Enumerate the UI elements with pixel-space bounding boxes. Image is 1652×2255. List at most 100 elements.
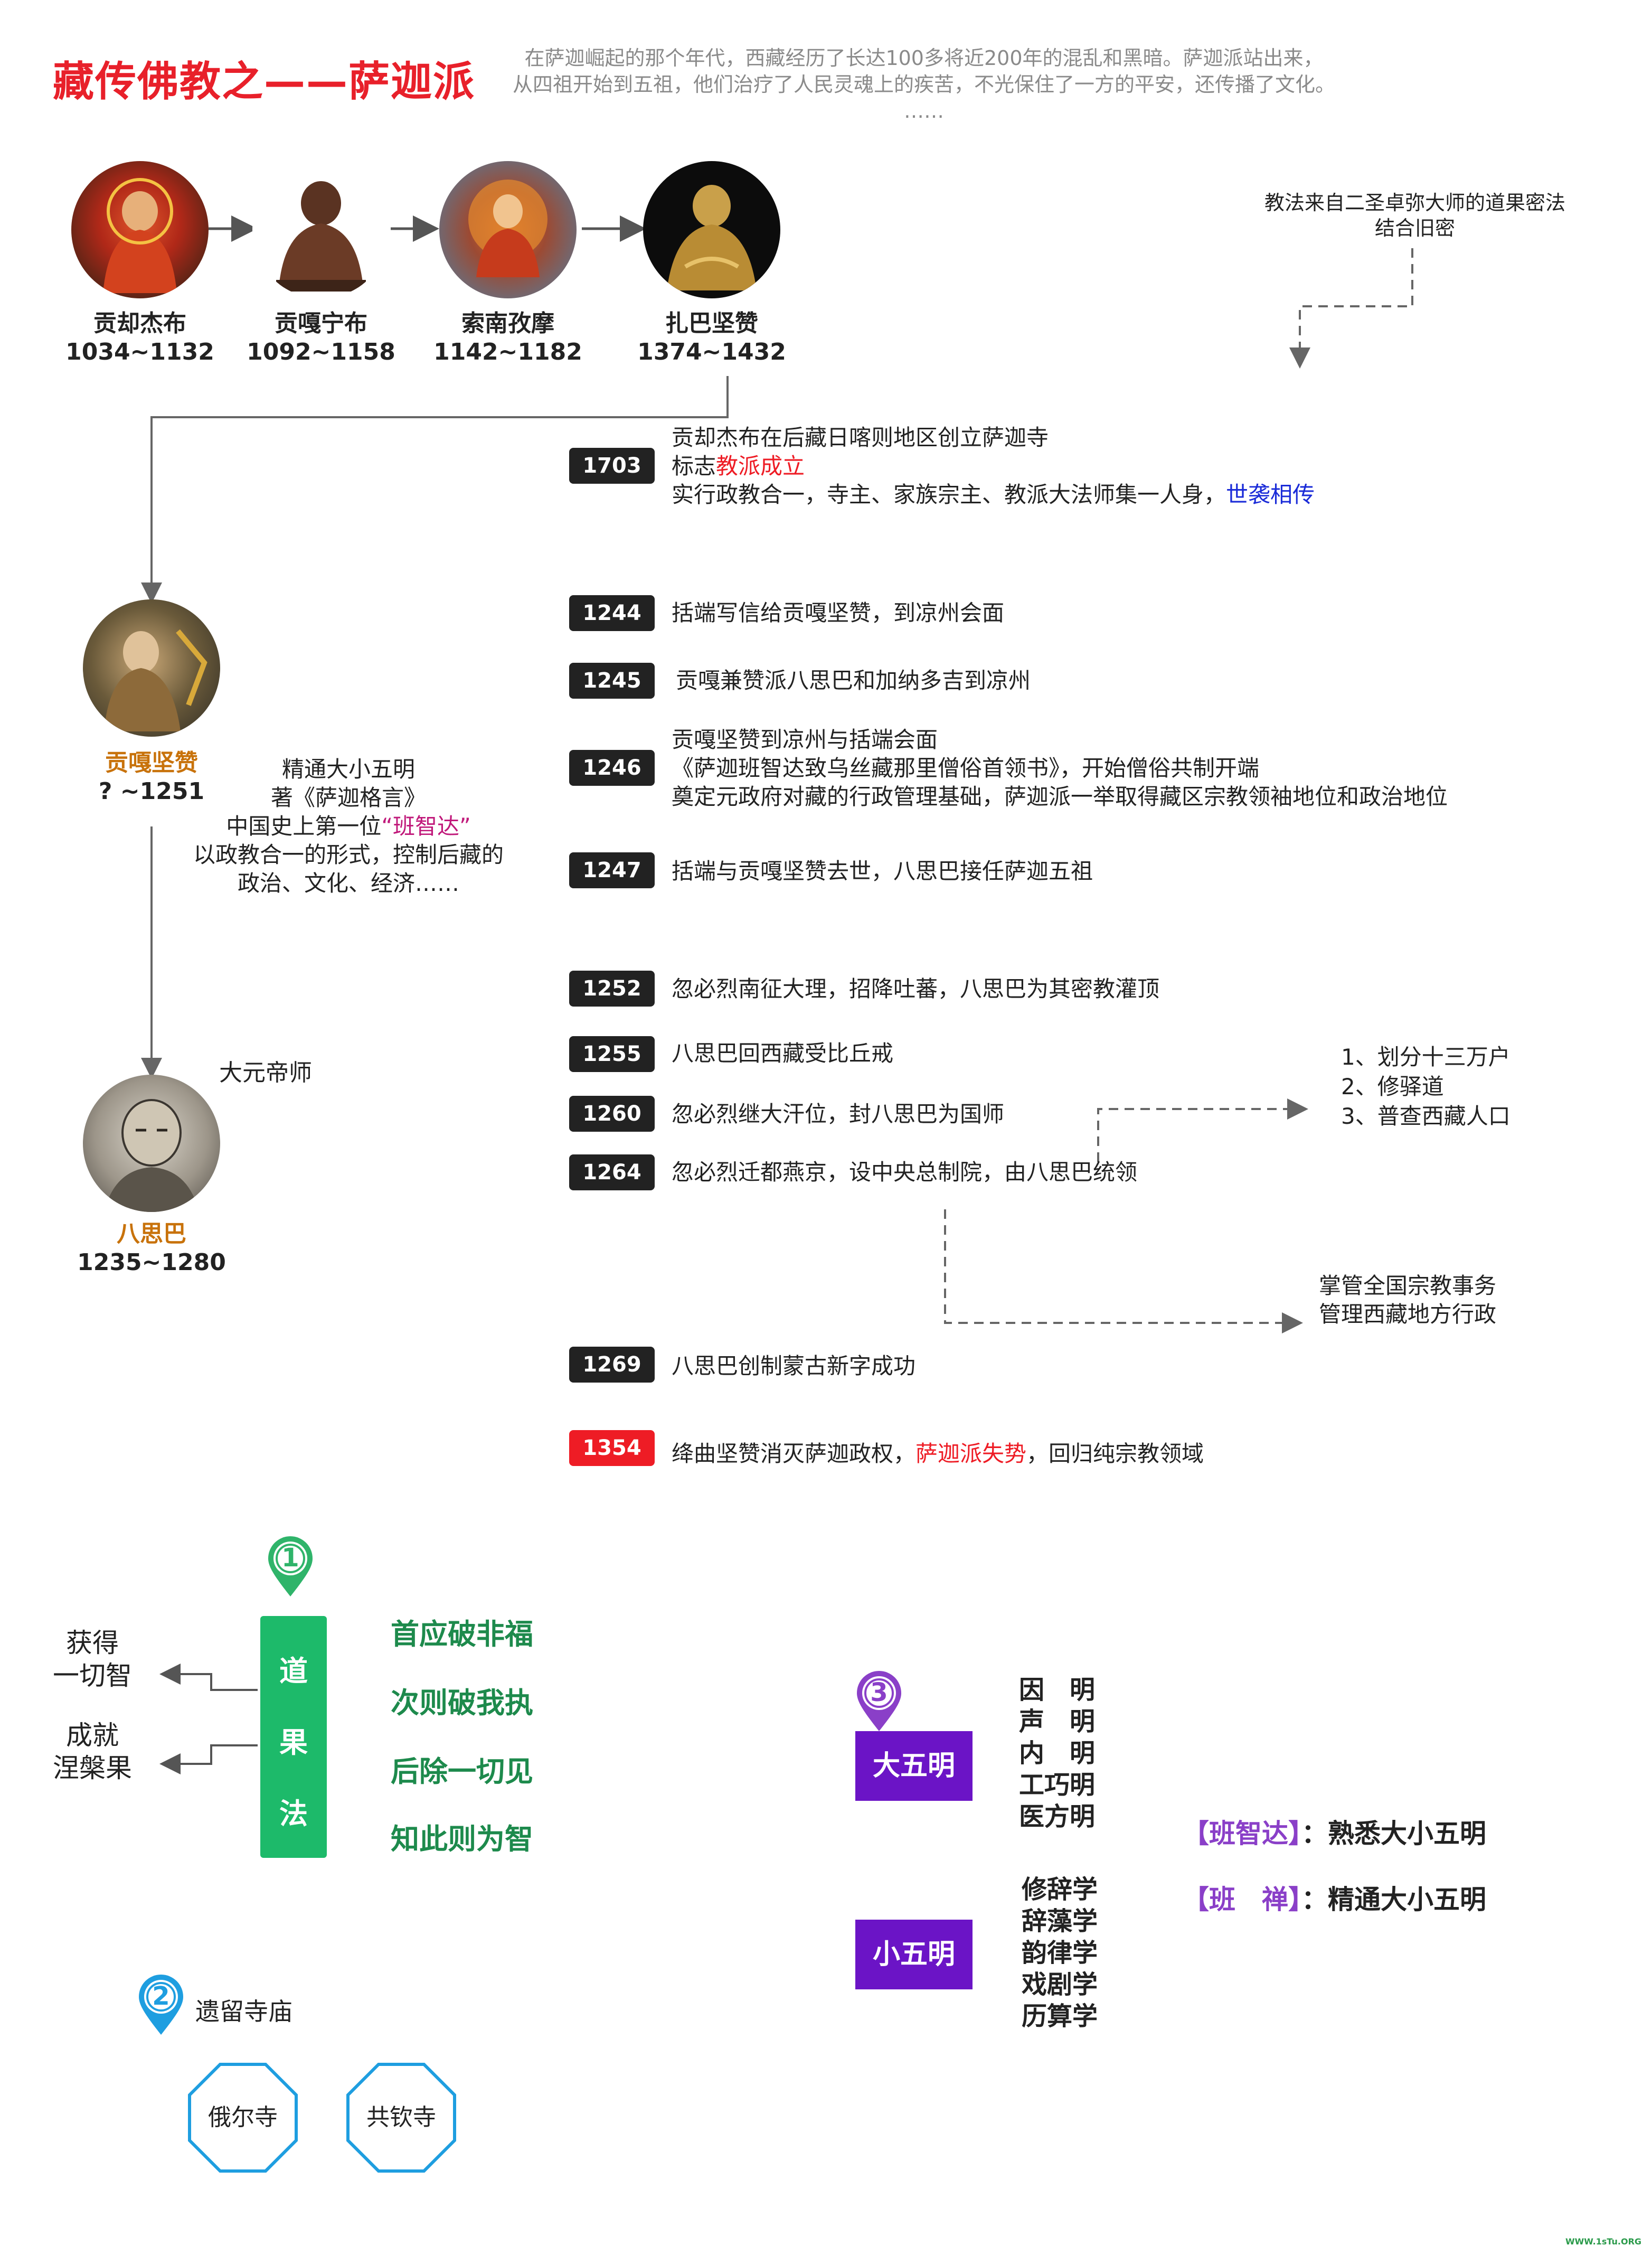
timeline-event: 括端与贡嘎坚赞去世，八思巴接任萨迦五祖 [672, 858, 1093, 884]
wuming-item: 修辞学 [1022, 1875, 1098, 1904]
year-badge: 1269 [569, 1347, 655, 1383]
octagon-shape [346, 2063, 456, 2173]
section-badge-number: 3 [870, 1678, 888, 1707]
wuming-item: 戏剧学 [1022, 1970, 1098, 1999]
intro-line: …… [904, 99, 944, 123]
temples-label: 遗留寺庙 [195, 1997, 292, 2026]
pandita-years: ? ~1251 [98, 778, 205, 805]
event-line: 贡却杰布在后藏日喀则地区创立萨迦寺 [672, 425, 1049, 450]
title-tag: 【班智达】 [1183, 1818, 1301, 1849]
event-highlight: 教派成立 [716, 453, 805, 479]
monk-figure-icon [104, 629, 207, 731]
timeline-event: 括端写信给贡嘎坚赞，到凉州会面 [672, 600, 1005, 626]
wuming-item: 内 明 [1019, 1739, 1096, 1768]
event-line: 实行政教合一，寺主、家族宗主、教派大法师集一人身，世袭相传 [672, 481, 1315, 509]
daoguo-teaching: 次则破我执 [391, 1686, 533, 1720]
wuming-item: 工巧明 [1019, 1770, 1096, 1800]
event-line: 标志教派成立 [672, 452, 1315, 481]
section-badge-number: 1 [281, 1543, 299, 1573]
timeline-event: 绛曲坚赞消灭萨迦政权，萨迦派失势，回归纯宗教领域 [672, 1440, 1204, 1468]
dashed-connector [944, 1209, 1303, 1333]
portrait-zhaba-jianzan [643, 161, 780, 298]
event-highlight: 萨迦派失势 [915, 1441, 1027, 1467]
result-line: 一切智 [53, 1660, 132, 1691]
portrait-sketch-icon [104, 1099, 199, 1212]
year-badge: 1246 [569, 750, 655, 786]
year-badge: 1244 [569, 595, 655, 631]
title-definition: 【班 禅】：精通大小五明 [1183, 1878, 1486, 1916]
intro-line: 在萨迦崛起的那个年代，西藏经历了长达100多将近200年的混乱和黑暗。萨迦派站出… [524, 46, 1324, 70]
intro-line: 从四祖开始到五祖，他们治疗了人民灵魂上的疾苦，不光保住了一方的平安，还传播了文化… [512, 73, 1335, 96]
duty-item: 管理西藏地方行政 [1319, 1301, 1497, 1327]
pandita-name: 贡嘎坚赞 [105, 749, 198, 776]
desc-text: 中国史上第一位 [226, 813, 382, 839]
statue-icon [276, 181, 366, 292]
desc-line: 著《萨迦格言》 [270, 785, 426, 811]
zongzhiyuan-duties: 掌管全国宗教事务 管理西藏地方行政 [1319, 1272, 1496, 1329]
thangka-icon [468, 180, 547, 277]
year-badge: 1260 [569, 1096, 655, 1132]
timeline-event: 贡嘎兼赞派八思巴和加纳多吉到凉州 [676, 668, 1031, 693]
master-name: 贡嘎宁布 [275, 310, 367, 337]
dharma-note: 教法来自二圣卓弥大师的道果密法 结合旧密 [1235, 190, 1594, 241]
guoshi-measures: 1、划分十三万户 2、修驿道 3、普查西藏人口 [1341, 1042, 1511, 1131]
title-desc: ：熟悉大小五明 [1301, 1818, 1486, 1849]
event-line: 奠定元政府对藏的行政管理基础，萨迦派一举取得藏区宗教领袖地位和政治地位 [672, 784, 1448, 810]
master-name-block: 贡却杰布 1034~1132 [45, 309, 235, 367]
intro-text: 在萨迦崛起的那个年代，西藏经历了长达100多将近200年的混乱和黑暗。萨迦派站出… [475, 45, 1373, 124]
wuming-item: 历算学 [1022, 2002, 1098, 2031]
daoguo-teaching: 后除一切见 [391, 1755, 533, 1788]
event-text: 标志 [672, 453, 716, 479]
wuming-item: 因 明 [1019, 1675, 1096, 1705]
year-badge: 1252 [569, 971, 655, 1007]
portrait-suonan-zimo [439, 161, 577, 298]
octagon-shape [188, 2063, 298, 2173]
watermark: WWW.1sTu.ORG [1565, 2237, 1642, 2247]
wuming-item: 韵律学 [1022, 1938, 1098, 1968]
monk-figure-icon [103, 178, 177, 293]
master-years: 1034~1132 [65, 339, 214, 365]
timeline-event: 八思巴创制蒙古新字成功 [672, 1353, 916, 1379]
portrait-phagpa [83, 1075, 220, 1212]
location-pin-icon [857, 1671, 901, 1731]
title-desc: ：精通大小五明 [1301, 1884, 1486, 1915]
daoguo-char: 法 [279, 1797, 308, 1830]
year-badge: 1703 [569, 448, 655, 484]
title-definition: 【班智达】：熟悉大小五明 [1183, 1812, 1486, 1850]
measure-item: 1、划分十三万户 [1341, 1044, 1511, 1070]
year-badge: 1255 [569, 1036, 655, 1072]
phagpa-name-block: 八思巴 1235~1280 [56, 1220, 247, 1277]
pandita-name-block: 贡嘎坚赞 ? ~1251 [56, 749, 247, 806]
location-pin-icon [139, 1975, 183, 2035]
desc-line: 精通大小五明 [281, 756, 415, 782]
result-line: 涅槃果 [53, 1753, 132, 1783]
daoguo-arrow [159, 1744, 258, 1774]
timeline-event: 贡却杰布在后藏日喀则地区创立萨迦寺 标志教派成立 实行政教合一，寺主、家族宗主、… [672, 424, 1315, 509]
master-years: 1142~1182 [433, 339, 582, 365]
location-pin-icon [268, 1536, 313, 1596]
desc-line: 以政教合一的形式，控制后藏的 [193, 842, 504, 868]
year-badge: 1264 [569, 1154, 655, 1190]
daoguo-teaching: 知此则为智 [391, 1822, 533, 1856]
timeline-event: 忽必烈继大汗位，封八思巴为国师 [672, 1101, 1005, 1127]
daoguo-char: 果 [279, 1726, 308, 1759]
timeline-event: 贡嘎坚赞到凉州与括端会面 《萨迦班智达致乌丝藏那里僧俗首领书》，开始僧俗共制开端… [672, 726, 1448, 811]
master-name: 贡却杰布 [93, 310, 186, 337]
lineage-line [141, 376, 729, 604]
portrait-gongga-jianzan [83, 599, 220, 737]
master-years: 1374~1432 [637, 339, 786, 365]
temple-octagon: 俄尔寺 [187, 2062, 298, 2173]
timeline-event: 忽必烈迁都燕京，设中央总制院，由八思巴统领 [672, 1159, 1138, 1185]
phagpa-name: 八思巴 [117, 1220, 186, 1247]
daoguo-result: 获得 一切智 [53, 1627, 132, 1692]
section-badge-number: 2 [152, 1981, 170, 2011]
page-title: 藏传佛教之——萨迦派 [53, 58, 476, 106]
dharma-note-line: 结合旧密 [1374, 217, 1455, 240]
wuming-item: 辞藻学 [1022, 1906, 1098, 1936]
temple-name: 俄尔寺 [208, 2104, 278, 2131]
major-wuming-list: 因 明声 明内 明工巧明医方明 [1019, 1674, 1095, 1833]
master-name-block: 贡嘎宁布 1092~1158 [226, 309, 416, 367]
event-highlight: 世袭相传 [1226, 482, 1315, 508]
result-line: 成就 [66, 1720, 119, 1751]
